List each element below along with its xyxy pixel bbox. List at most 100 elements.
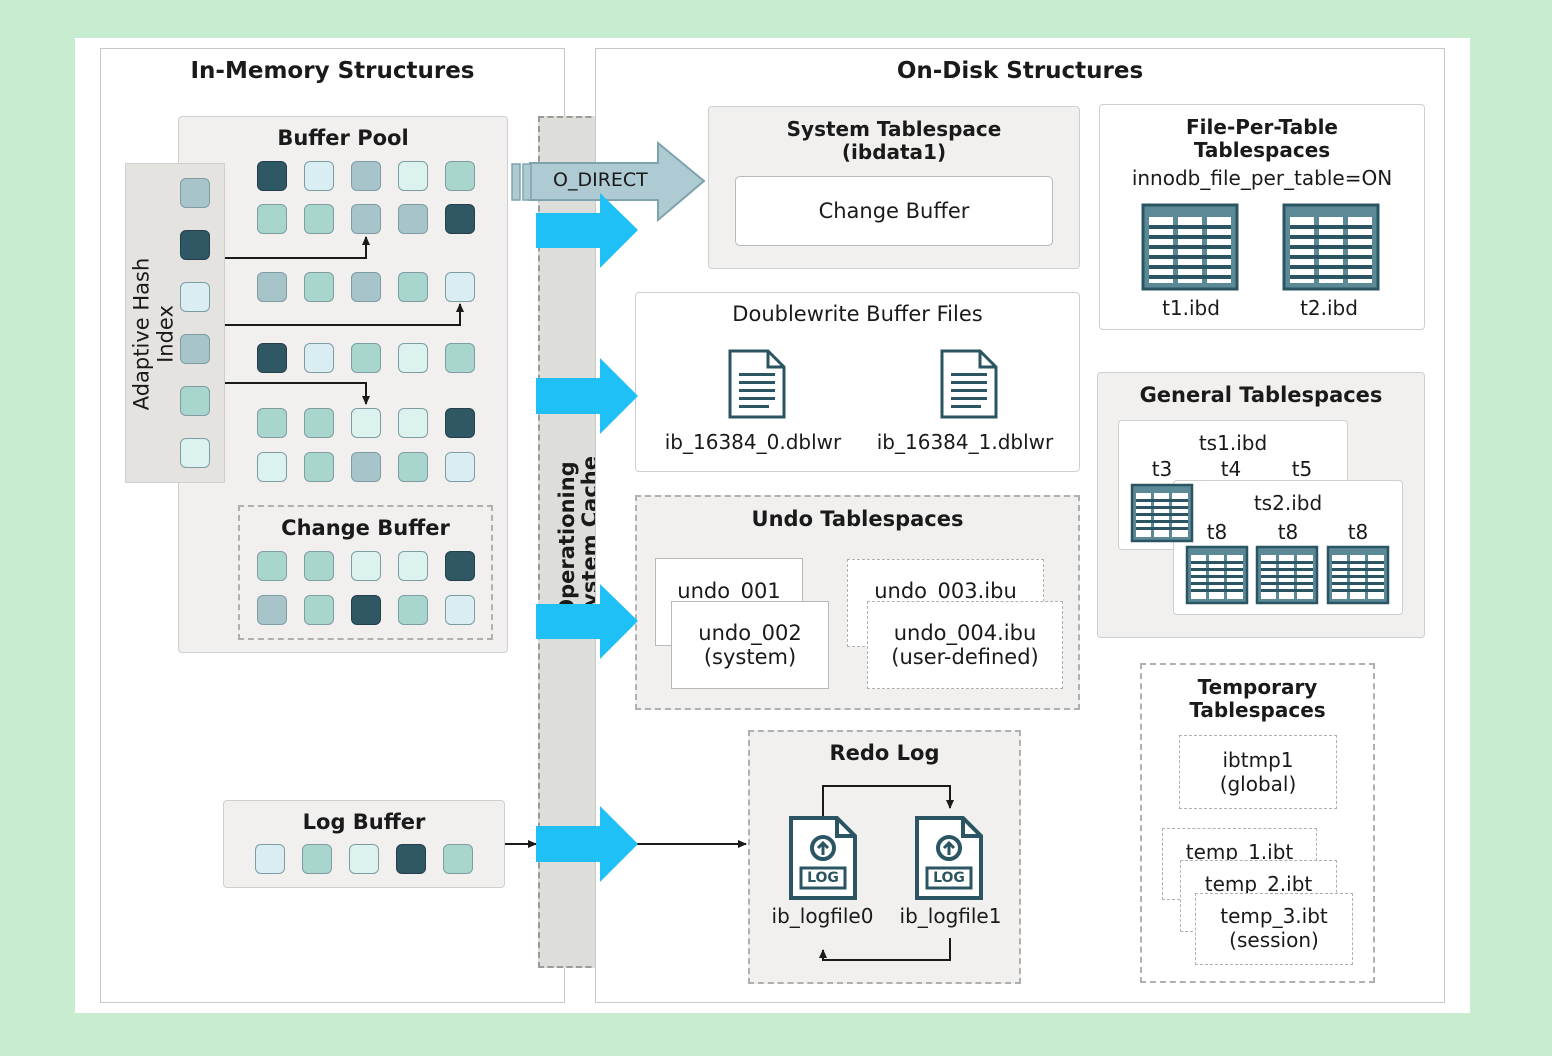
temp-3-name: temp_3.ibt xyxy=(1220,904,1328,928)
memory-change-buffer-box xyxy=(238,505,493,640)
hash-page xyxy=(180,438,210,468)
log-file-icon xyxy=(915,816,983,900)
file-per-table-setting: innodb_file_per_table=ON xyxy=(1131,166,1393,190)
ibtmp1-box xyxy=(1179,735,1337,809)
memory-change-buffer-title: Change Buffer xyxy=(281,516,450,540)
change-buffer-page xyxy=(445,551,475,581)
ts2-table-1: t8 xyxy=(1206,520,1228,544)
buffer-page xyxy=(351,204,381,234)
buffer-page xyxy=(304,272,334,302)
log-icon-label-1: LOG xyxy=(933,870,965,886)
buffer-page xyxy=(398,161,428,191)
table-icon xyxy=(1255,545,1319,605)
general-tablespaces-title: General Tablespaces xyxy=(1139,383,1383,407)
change-buffer-page xyxy=(445,595,475,625)
temporary-title-1: Temporary xyxy=(1197,675,1318,699)
hash-page xyxy=(180,334,210,364)
file-per-table-title-1: File-Per-Table xyxy=(1186,115,1338,139)
buffer-page xyxy=(351,452,381,482)
ts2-label: ts2.ibd xyxy=(1253,491,1323,515)
change-buffer-page xyxy=(351,551,381,581)
buffer-page xyxy=(445,452,475,482)
buffer-page xyxy=(445,204,475,234)
file-per-table-title: File-Per-Table Tablespaces xyxy=(1099,116,1425,162)
change-buffer-page xyxy=(398,595,428,625)
adaptive-hash-index-box xyxy=(125,163,225,483)
ts1-table-t5: t5 xyxy=(1291,457,1313,481)
doublewrite-box xyxy=(635,292,1080,472)
undo-002-note: (system) xyxy=(703,645,797,669)
table-icon xyxy=(1185,545,1249,605)
buffer-page xyxy=(398,408,428,438)
buffer-page xyxy=(398,204,428,234)
document-icon xyxy=(728,349,786,419)
buffer-page xyxy=(304,452,334,482)
undo-004-name: undo_004.ibu xyxy=(893,621,1037,645)
undo-004-box xyxy=(867,601,1063,689)
undo-004-label: undo_004.ibu (user-defined) xyxy=(867,621,1063,669)
undo-title: Undo Tablespaces xyxy=(751,507,964,531)
ibtmp1-note: (global) xyxy=(1219,772,1297,796)
t2-ibd-label: t2.ibd xyxy=(1300,296,1358,320)
buffer-page xyxy=(257,408,287,438)
document-icon xyxy=(940,349,998,419)
buffer-page xyxy=(445,343,475,373)
buffer-page xyxy=(351,408,381,438)
buffer-page xyxy=(304,343,334,373)
redo-file-0: ib_logfile0 xyxy=(771,904,874,928)
system-tablespace-name: System Tablespace xyxy=(786,117,1002,141)
buffer-page xyxy=(257,452,287,482)
table-icon xyxy=(1130,483,1194,543)
flush-arrows xyxy=(536,193,638,882)
undo-003-label: undo_003.ibu xyxy=(874,579,1017,603)
change-buffer-page xyxy=(257,551,287,581)
log-buffer-page xyxy=(443,844,473,874)
temporary-tablespaces-title: Temporary Tablespaces xyxy=(1140,676,1375,722)
file-per-table-title-2: Tablespaces xyxy=(1193,138,1331,162)
diagram-graphics xyxy=(225,140,1390,961)
buffer-page xyxy=(304,408,334,438)
table-icon xyxy=(1282,203,1380,291)
o-direct-label: O_DIRECT xyxy=(553,169,648,191)
ts1-table-t4: t4 xyxy=(1220,457,1242,481)
ibtmp1-name: ibtmp1 xyxy=(1222,748,1294,772)
buffer-page xyxy=(398,452,428,482)
change-buffer-page xyxy=(304,595,334,625)
buffer-page xyxy=(257,343,287,373)
ts1-table-t3: t3 xyxy=(1151,457,1173,481)
buffer-page xyxy=(398,272,428,302)
ibtmp1-label: ibtmp1 (global) xyxy=(1179,748,1337,796)
buffer-page xyxy=(351,272,381,302)
change-buffer-page xyxy=(351,595,381,625)
doublewrite-file-1: ib_16384_1.dblwr xyxy=(876,430,1054,454)
redo-file-1: ib_logfile1 xyxy=(899,904,1002,928)
ts2-table-2: t8 xyxy=(1277,520,1299,544)
redo-log-title: Redo Log xyxy=(829,741,940,765)
temporary-tablespaces-box xyxy=(1140,663,1375,983)
t1-ibd-label: t1.ibd xyxy=(1162,296,1220,320)
buffer-page xyxy=(398,343,428,373)
undo-004-note: (user-defined) xyxy=(891,645,1039,669)
buffer-page xyxy=(257,161,287,191)
hash-page xyxy=(180,178,210,208)
o-direct-arrow xyxy=(529,140,706,223)
hash-page xyxy=(180,230,210,260)
hash-page xyxy=(180,282,210,312)
buffer-page xyxy=(445,161,475,191)
temp-3-note: (session) xyxy=(1229,928,1319,952)
table-icon xyxy=(1326,545,1390,605)
doublewrite-title: Doublewrite Buffer Files xyxy=(732,302,983,326)
change-buffer-page xyxy=(304,551,334,581)
buffer-page xyxy=(351,343,381,373)
buffer-page xyxy=(304,204,334,234)
undo-002-box xyxy=(671,601,829,689)
system-tablespace-title: System Tablespace (ibdata1) xyxy=(708,118,1080,164)
doublewrite-file-0: ib_16384_0.dblwr xyxy=(664,430,842,454)
on-disk-title: On-Disk Structures xyxy=(896,58,1144,84)
change-buffer-page xyxy=(257,595,287,625)
in-memory-title: In-Memory Structures xyxy=(190,58,475,84)
table-icon xyxy=(1141,203,1239,291)
undo-002-name: undo_002 xyxy=(698,621,802,645)
undo-001-label: undo_001 xyxy=(677,579,781,603)
buffer-page xyxy=(351,161,381,191)
